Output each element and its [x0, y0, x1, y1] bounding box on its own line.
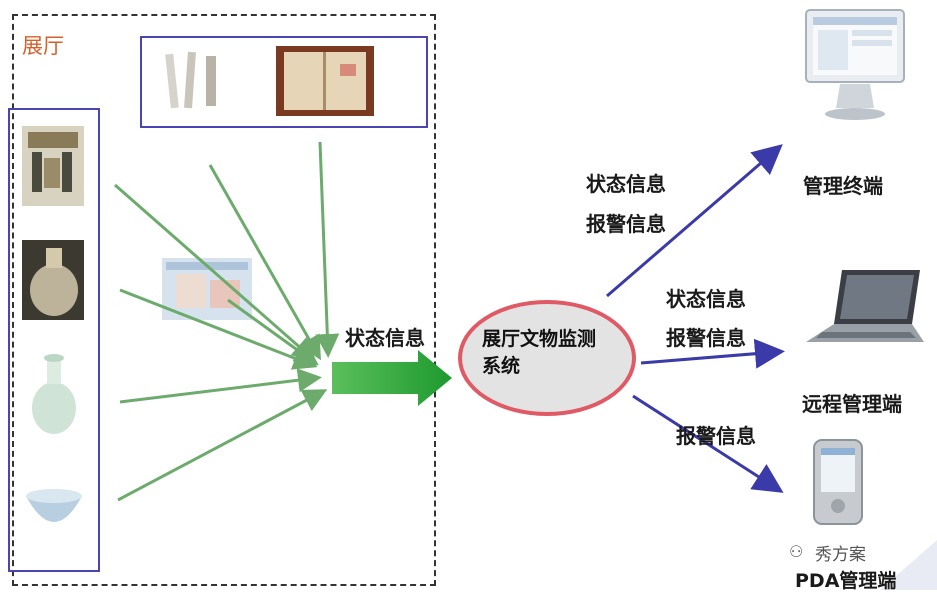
manager-status-label: 状态信息 [586, 172, 666, 196]
exhibition-hall-label: 展厅 [22, 34, 64, 58]
porcelain-bowl-image [26, 489, 82, 522]
green-arrow [315, 141, 340, 358]
remote-manager-label: 远程管理端 [802, 392, 902, 416]
ancient-book-image [276, 46, 374, 116]
bronze-vessel-image [22, 126, 84, 206]
remote-status-label: 状态信息 [666, 287, 746, 311]
bamboo-slips-image [165, 51, 216, 109]
green-arrow [114, 183, 317, 362]
blue-arrow-to-remote [640, 338, 785, 369]
laptop-icon [806, 270, 924, 342]
green-arrow [208, 164, 321, 361]
green-arrow [119, 288, 318, 370]
green-arrow [117, 389, 328, 502]
wechat-icon: ⚇ [789, 542, 804, 561]
celadon-vase-image [32, 354, 76, 434]
pda-manager-label: PDA管理端 [795, 570, 897, 592]
manager-alarm-label: 报警信息 [586, 212, 666, 236]
pda-alarm-label: 报警信息 [676, 424, 756, 448]
artifact-images [22, 126, 84, 522]
green-arrow [119, 368, 322, 404]
remote-alarm-label: 报警信息 [666, 326, 746, 350]
green-arrow [227, 298, 319, 366]
desktop-monitor-icon [805, 9, 905, 120]
monitoring-system-label: 展厅文物监测系统 [482, 328, 597, 377]
inbound-status-label: 状态信息 [345, 326, 425, 350]
artifact-column-box [8, 108, 100, 572]
corner-decoration [880, 540, 937, 590]
manager-terminal-label: 管理终端 [803, 174, 883, 198]
exhibition-hall-boundary [12, 14, 436, 586]
pda-device-icon [813, 439, 863, 525]
blue-arrow-to-manager [606, 144, 783, 298]
artifact-top-images [165, 46, 374, 116]
main-inbound-arrow [332, 350, 452, 406]
monitoring-system-node [458, 300, 636, 416]
blue-arrow-to-pda [632, 394, 784, 493]
pottery-jar-image [22, 240, 84, 320]
watermark-text: 秀方案 [815, 545, 866, 565]
